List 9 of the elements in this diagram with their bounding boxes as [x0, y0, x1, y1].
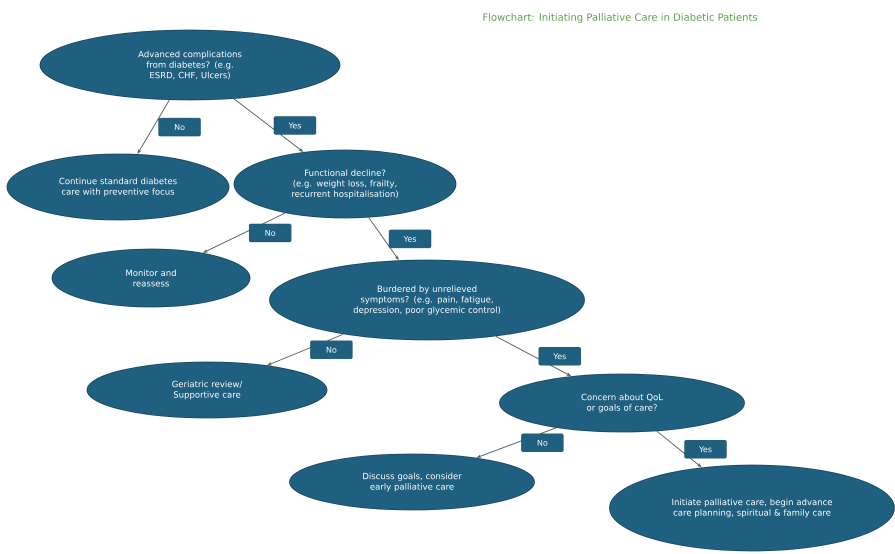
edge-label: Yes: [274, 116, 316, 135]
edge-label: No: [248, 224, 292, 242]
edge-label: No: [158, 118, 201, 136]
edge-label: No: [310, 340, 353, 359]
edge-label: Yes: [538, 347, 581, 366]
edge-label: Yes: [684, 440, 727, 458]
edge-label: Yes: [388, 230, 432, 248]
title: Flowchart: Initiating Palliative Care in Diabetic Patients: [483, 13, 758, 23]
edge-label: No: [521, 434, 564, 452]
